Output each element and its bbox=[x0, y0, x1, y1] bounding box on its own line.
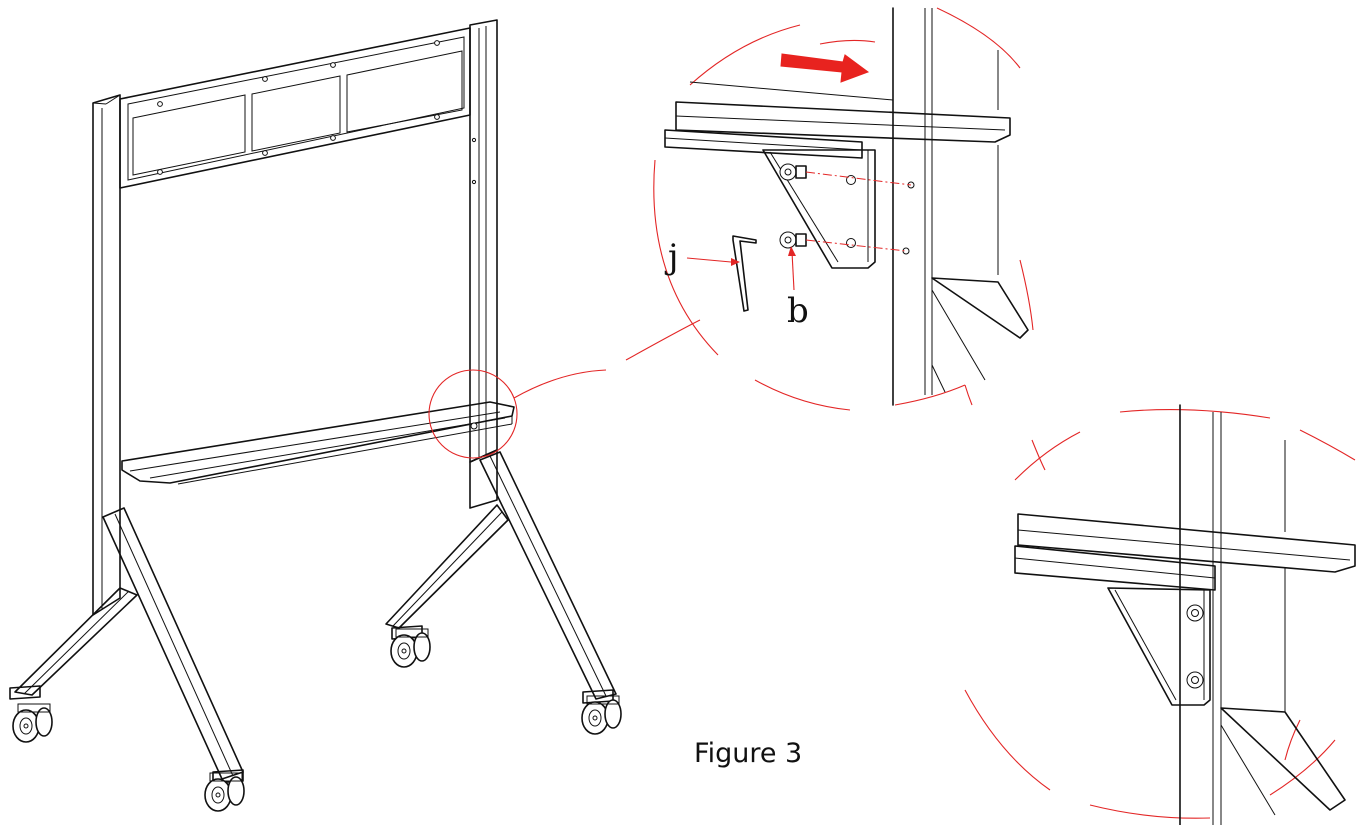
detail-view-exploded: j b bbox=[625, 7, 1034, 411]
detail-view-assembled bbox=[964, 404, 1356, 825]
detail-marker-circle bbox=[428, 369, 518, 459]
right-rear-leg bbox=[385, 504, 509, 640]
callout-label-b: b bbox=[787, 291, 809, 331]
left-rear-leg bbox=[9, 587, 138, 700]
right-front-leg bbox=[479, 451, 617, 704]
screw-installed-lower bbox=[1186, 671, 1204, 689]
shelf bbox=[121, 401, 515, 485]
right-arrow-icon bbox=[780, 53, 870, 83]
caster-wheel-front-right bbox=[581, 695, 622, 735]
screw-installed-upper bbox=[1186, 604, 1204, 622]
callout-label-j: j bbox=[664, 237, 679, 277]
caster-wheel-left bbox=[12, 703, 53, 743]
right-upright bbox=[469, 19, 498, 509]
caster-wheel-rear-right bbox=[390, 628, 431, 668]
allen-key-icon bbox=[732, 235, 757, 312]
screw-upper bbox=[779, 163, 807, 181]
top-mounting-bracket bbox=[119, 27, 477, 189]
caster-wheel-front-left bbox=[204, 772, 245, 812]
leader-arc-to-detail bbox=[513, 369, 607, 399]
left-upright bbox=[92, 94, 121, 616]
screw-lower bbox=[779, 231, 807, 249]
figure-caption: Figure 3 bbox=[694, 738, 802, 769]
left-front-leg bbox=[102, 507, 244, 784]
mobile-stand-drawing bbox=[9, 19, 622, 812]
